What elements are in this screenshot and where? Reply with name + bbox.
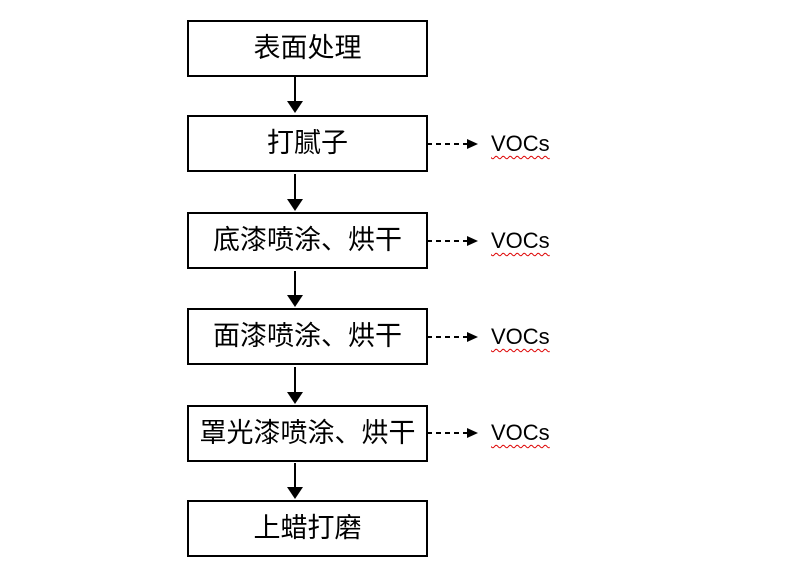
flow-step-topcoat-spray-dry: 面漆喷涂、烘干 (187, 308, 428, 365)
dashed-arrow-icon (427, 432, 467, 434)
voc-label: VOCs (491, 323, 550, 349)
dashed-arrow-icon (427, 143, 467, 145)
flow-step-label: 底漆喷涂、烘干 (213, 225, 402, 255)
voc-emission-topcoat: VOCs (427, 322, 550, 352)
arrowhead-right-icon (467, 236, 478, 246)
down-arrow-icon (287, 367, 303, 404)
dashed-arrow-icon (427, 336, 467, 338)
flow-step-primer-spray-dry: 底漆喷涂、烘干 (187, 212, 428, 269)
flow-step-label: 上蜡打磨 (253, 513, 362, 543)
voc-emission-primer: VOCs (427, 226, 550, 256)
flow-step-wax-polish: 上蜡打磨 (187, 500, 428, 557)
flow-step-clearcoat-spray-dry: 罩光漆喷涂、烘干 (187, 405, 428, 462)
voc-emission-putty: VOCs (427, 129, 550, 159)
flow-step-label: 表面处理 (253, 33, 362, 63)
flow-step-label: 罩光漆喷涂、烘干 (199, 418, 416, 448)
voc-label: VOCs (491, 419, 550, 445)
dashed-arrow-icon (427, 240, 467, 242)
flow-step-putty: 打腻子 (187, 115, 428, 172)
down-arrow-icon (287, 174, 303, 211)
down-arrow-icon (287, 463, 303, 499)
flow-step-label: 打腻子 (267, 128, 348, 158)
flow-step-label: 面漆喷涂、烘干 (213, 321, 402, 351)
arrowhead-right-icon (467, 332, 478, 342)
down-arrow-icon (287, 271, 303, 307)
flow-step-surface-treatment: 表面处理 (187, 20, 428, 77)
voc-label: VOCs (491, 130, 550, 156)
arrowhead-right-icon (467, 428, 478, 438)
down-arrow-icon (287, 77, 303, 113)
voc-emission-clearcoat: VOCs (427, 418, 550, 448)
arrowhead-right-icon (467, 139, 478, 149)
voc-label: VOCs (491, 227, 550, 253)
